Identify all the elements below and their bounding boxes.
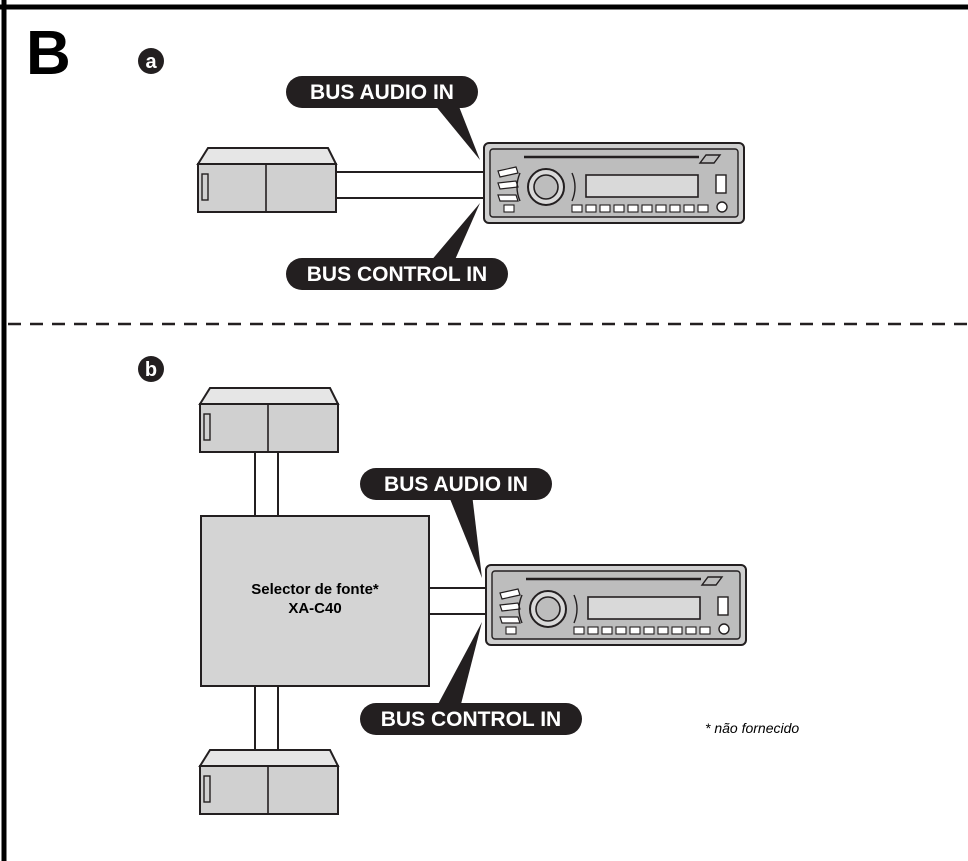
- cd-changer-b-bottom: [199, 749, 339, 815]
- panel-a: a BUS AUDIO IN BUS CONTROL IN: [138, 48, 746, 290]
- audio-pill-a: [286, 76, 478, 108]
- head-unit-b: [484, 563, 748, 647]
- control-pointer-a: [430, 203, 480, 262]
- control-label-a: BUS CONTROL IN: [307, 263, 487, 286]
- control-pill-b: [360, 703, 582, 735]
- bus-cables-a: [336, 171, 486, 199]
- selector-name: Selector de fonte*: [251, 581, 379, 598]
- audio-label-a: BUS AUDIO IN: [310, 81, 454, 104]
- footnote: * não fornecido: [705, 720, 799, 736]
- control-pointer-b: [436, 622, 482, 708]
- audio-label-b: BUS AUDIO IN: [384, 473, 528, 496]
- selector-model: XA-C40: [288, 600, 341, 617]
- panel-a-label: a: [145, 51, 157, 73]
- panel-b: b Selector de fonte* XA-C40 BUS AUDIO IN: [138, 356, 799, 815]
- source-selector-box: [200, 515, 430, 687]
- audio-pointer-b: [448, 494, 482, 578]
- cd-changer-a: [197, 147, 337, 213]
- panel-b-label: b: [145, 359, 157, 381]
- panel-b-badge: [138, 356, 164, 382]
- cd-changer-b-top: [199, 387, 339, 453]
- head-unit-a: [482, 141, 746, 225]
- bus-cables-b-top: [254, 452, 279, 516]
- bus-cables-b: [429, 587, 488, 615]
- audio-pointer-a: [434, 104, 480, 160]
- control-label-b: BUS CONTROL IN: [381, 708, 561, 731]
- control-pill-a: [286, 258, 508, 290]
- bus-cables-b-bottom: [254, 686, 279, 750]
- panel-a-badge: [138, 48, 164, 74]
- audio-pill-b: [360, 468, 552, 500]
- section-label: B: [26, 19, 71, 88]
